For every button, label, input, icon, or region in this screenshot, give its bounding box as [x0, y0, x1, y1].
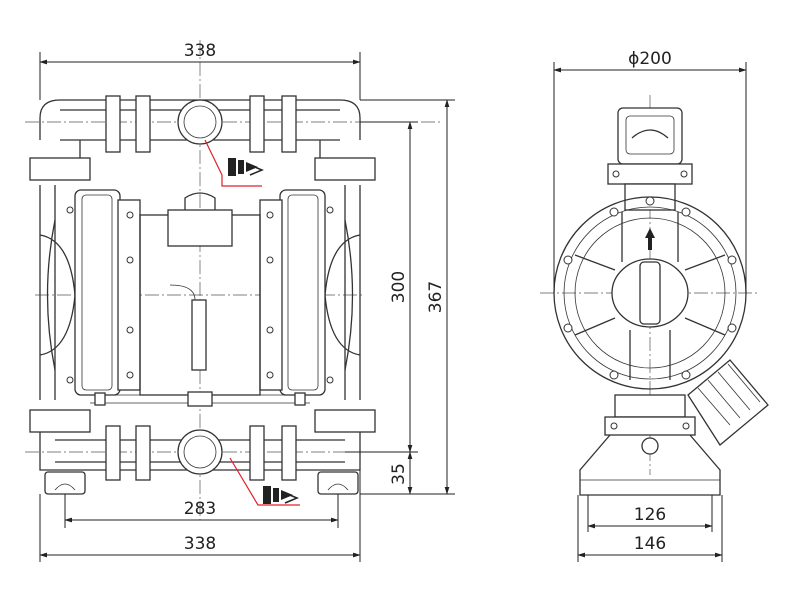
right-foot [317, 471, 359, 495]
dim-mount-spacing: 283 [64, 494, 339, 528]
side-muffler [687, 359, 769, 446]
outlet-port [177, 99, 223, 145]
inlet-manifold [29, 409, 376, 495]
dim-height-inner: 300 [345, 121, 418, 453]
left-foot [44, 471, 86, 495]
outlet-valve-icon [204, 139, 264, 187]
dim-height-total: 367 [360, 99, 455, 495]
dim-text-diameter: ϕ200 [628, 49, 672, 69]
dim-width-bottom: 338 [39, 470, 361, 562]
dim-side-base: 146 [577, 495, 723, 562]
inlet-port [177, 429, 223, 475]
dim-text-mount-spacing: 283 [184, 499, 216, 519]
front-view: 338 300 367 35 283 [25, 40, 455, 562]
air-valve [167, 209, 233, 247]
side-view: ϕ200 126 146 [540, 49, 769, 562]
side-inlet [579, 394, 721, 496]
side-bolts [563, 196, 737, 380]
muffler [191, 299, 207, 371]
right-chamber [259, 185, 361, 400]
outlet-manifold [29, 95, 376, 181]
dim-side-mount: 126 [587, 495, 713, 532]
chamber-bolts [66, 206, 334, 384]
dim-text-side-mount: 126 [634, 505, 666, 525]
center-body [90, 192, 310, 407]
dim-text-width-bottom: 338 [184, 534, 216, 554]
up-arrow-icon [645, 228, 655, 250]
dim-width-top: 338 [39, 41, 361, 100]
left-chamber [39, 185, 141, 400]
dim-text-base-height: 35 [389, 463, 409, 485]
dim-base-height: 35 [389, 451, 413, 495]
dim-diameter: ϕ200 [553, 49, 747, 293]
side-body [553, 196, 747, 390]
dim-text-side-base: 146 [634, 534, 666, 554]
dim-text-height-inner: 300 [389, 271, 409, 303]
inlet-valve-icon [229, 457, 300, 506]
dim-text-width-top: 338 [184, 41, 216, 61]
side-outlet-flange [607, 107, 693, 211]
dim-text-height-total: 367 [426, 281, 446, 313]
